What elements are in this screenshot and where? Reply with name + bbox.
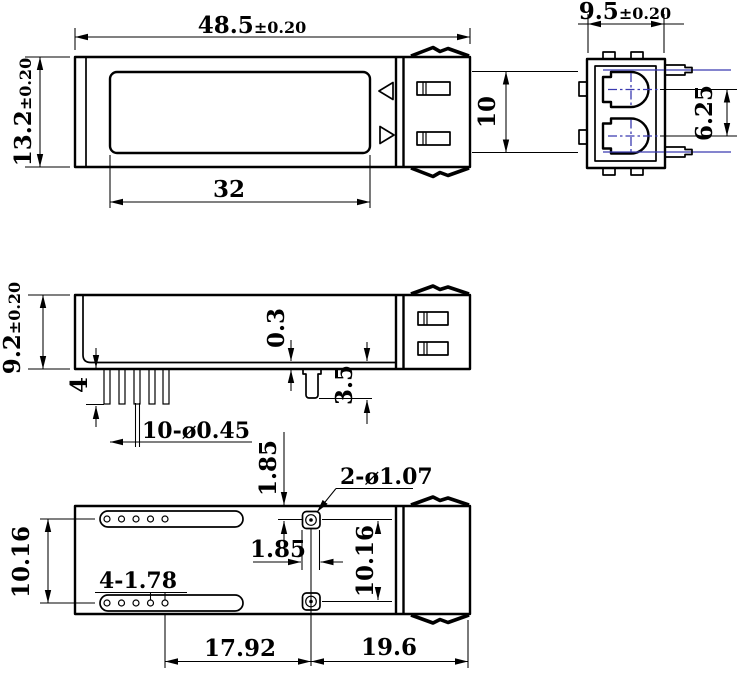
side-inner-wall xyxy=(82,295,396,364)
dim-post-offset-horizontal: 1.85 xyxy=(250,536,306,563)
dim-label-window-width: 32 xyxy=(213,176,245,203)
dim-pin-spec: 10-ø0.45 xyxy=(142,418,250,444)
lc-port-top xyxy=(601,70,650,109)
end-view: 9.5±0.20 6.25 xyxy=(578,0,737,176)
dimension-port-pitch: 6.25 xyxy=(660,85,737,141)
dimension-post-offset-vertical: 1.85 xyxy=(255,432,302,540)
locating-post-hole-top xyxy=(301,510,321,530)
end-body-outline xyxy=(585,57,667,170)
dimension-slot-pitch: 10.16 xyxy=(8,518,95,604)
bottom-view: 10.16 4-1.78 1.85 2-ø1.07 1.85 xyxy=(8,432,472,668)
dimension-post-pitch: 10.16 xyxy=(322,518,392,603)
dimension-post-to-holes: 17.92 xyxy=(164,614,311,668)
guide-pin-top xyxy=(664,64,693,76)
dimension-standoff: 0.3 xyxy=(263,308,295,391)
edge-contacts xyxy=(416,81,451,146)
dim-side-height: 9.2±0.20 xyxy=(0,282,26,374)
dim-post-offset-vertical: 1.85 xyxy=(255,440,282,496)
dim-post-length: 3.5 xyxy=(331,365,358,405)
dim-overall-length: 48.5±0.20 xyxy=(198,12,306,39)
lc-port-bottom xyxy=(601,117,650,155)
latch-bump-bottom xyxy=(410,166,470,179)
dimension-post-to-end: 19.6 xyxy=(311,620,469,668)
edge-contacts xyxy=(417,311,449,356)
dim-slot-pitch: 10.16 xyxy=(8,526,35,598)
dim-pin-length: 4 xyxy=(66,377,93,393)
latch-bump-top xyxy=(410,495,470,507)
dim-post-to-end: 19.6 xyxy=(361,634,417,661)
dimension-side-height: 9.2±0.20 xyxy=(0,282,70,374)
dimension-overall-height: 13.2±0.20 xyxy=(10,56,70,168)
solder-pins xyxy=(103,368,170,405)
pin-centerlines xyxy=(603,69,731,153)
dim-end-width: 9.5±0.20 xyxy=(579,0,671,25)
dim-post-pitch: 10.16 xyxy=(352,525,379,597)
latch-bump-bottom xyxy=(410,613,470,625)
dimension-pin-length: 4 xyxy=(66,348,104,427)
dimension-post-length: 3.5 xyxy=(319,342,372,424)
bottom-body-outline xyxy=(73,504,472,616)
end-inner-outline xyxy=(594,65,657,162)
guide-pin-bottom xyxy=(664,146,693,158)
dimension-overall-length: 48.5±0.20 xyxy=(74,12,471,50)
dimension-post-spec: 2-ø1.07 xyxy=(316,464,433,513)
dimension-port-opening-height: 10 xyxy=(472,70,578,154)
dimension-pin-spec: 10-ø0.45 xyxy=(110,403,252,447)
dimension-post-offset-horizontal: 1.85 xyxy=(250,530,343,570)
latch-bump-top xyxy=(410,284,470,296)
latch-bump-top xyxy=(410,45,470,58)
side-body-outline xyxy=(73,293,472,371)
dimension-label-window-width: 32 xyxy=(109,155,371,208)
dim-post-to-holes: 17.92 xyxy=(204,635,276,662)
dimension-slot-holes: 4-1.78 xyxy=(95,568,187,600)
dim-port-pitch: 6.25 xyxy=(691,85,718,141)
label-window xyxy=(108,70,372,155)
vent-slot-bottom xyxy=(99,594,244,612)
dim-post-spec: 2-ø1.07 xyxy=(340,464,433,490)
dimension-end-width: 9.5±0.20 xyxy=(578,0,684,53)
direction-arrow-left-icon xyxy=(378,81,394,101)
front-view: 48.5±0.20 13.2±0.20 32 10 xyxy=(10,12,578,208)
direction-arrow-right-icon xyxy=(379,125,395,145)
module-body-outline xyxy=(73,55,472,169)
dim-standoff: 0.3 xyxy=(263,308,290,348)
vent-slot-top xyxy=(99,510,244,528)
dim-port-opening-height: 10 xyxy=(474,96,501,128)
locating-post xyxy=(302,368,322,399)
dim-slot-holes: 4-1.78 xyxy=(99,568,177,594)
mounting-tabs xyxy=(578,51,644,176)
side-view: 9.2±0.20 4 10-ø0.45 0.3 3.5 xyxy=(0,282,472,447)
dim-overall-height: 13.2±0.20 xyxy=(10,58,37,166)
port-crosshairs xyxy=(608,73,658,153)
